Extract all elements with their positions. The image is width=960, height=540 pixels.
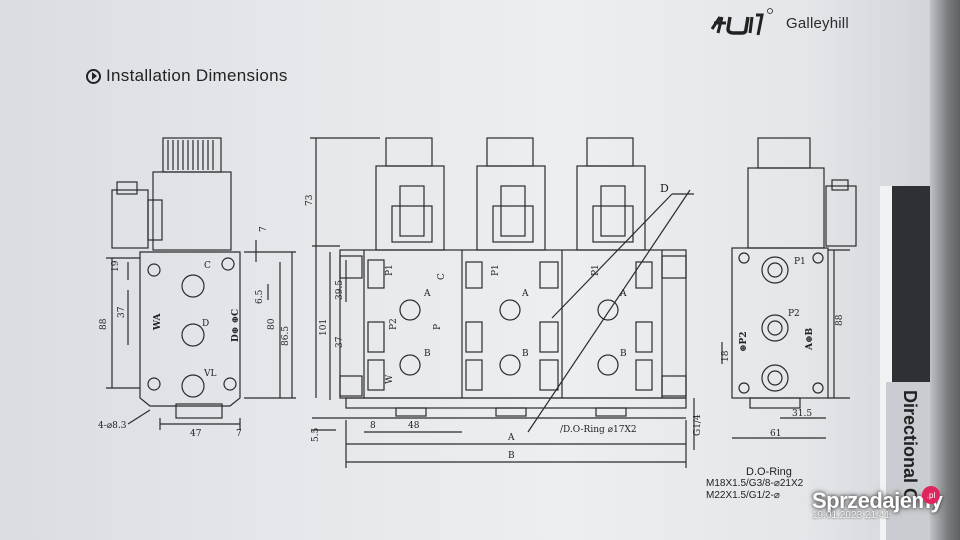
dim-front-39-5: 39.5 — [335, 280, 345, 300]
dim-front-48: 48 — [408, 421, 420, 431]
right-view — [721, 137, 857, 439]
dim-front-g14: G1/4 — [693, 414, 703, 436]
port-a-2: A — [521, 289, 529, 299]
watermark-text: Sprzedajemy — [812, 488, 943, 513]
port-b-2: B — [522, 349, 529, 359]
section-title: Installation Dimensions — [106, 66, 288, 85]
page-edge-shadow — [930, 0, 960, 540]
dim-front-b: B — [508, 451, 515, 461]
dim-front-37: 37 — [335, 336, 345, 348]
side-banner-text: Directional C — [900, 390, 920, 502]
port-vl-left: VL — [203, 369, 216, 379]
section-heading: Installation Dimensions — [86, 66, 288, 86]
dim-right-31-5: 31.5 — [792, 409, 812, 419]
port-wa-left: WA — [153, 312, 163, 331]
dim-right-88: 88 — [835, 314, 845, 326]
front-view — [310, 137, 695, 468]
dim-left-19: 19 — [111, 260, 121, 272]
dim-front-5-5: 5.5 — [311, 427, 321, 442]
dim-front-8: 8 — [370, 421, 376, 431]
dim-left-37: 37 — [117, 306, 127, 318]
photo-timestamp: 19.01.2023 21:41 — [812, 510, 890, 521]
dim-front-73: 73 — [305, 194, 315, 206]
port-b-3: B — [620, 349, 627, 359]
port-c-left: C — [204, 261, 211, 271]
dim-left-holes: 4-⌀8.3 — [98, 421, 127, 431]
oring-row-1: M18X1.5/G3/8-⌀21X2 — [706, 478, 804, 489]
o-ring-callout: /D.O-Ring ⌀17X2 — [560, 425, 637, 435]
dim-left-47: 47 — [190, 429, 202, 439]
left-view — [106, 137, 296, 430]
leader-label-d: D — [660, 182, 669, 195]
port-a-1: A — [423, 289, 431, 299]
port-p2-1: P2 — [389, 318, 399, 330]
watermark-badge: .pl — [922, 486, 940, 504]
port-w-1: W — [385, 374, 395, 384]
dim-left-6-5: 6.5 — [255, 289, 265, 304]
port-p2-right: P2 — [788, 309, 800, 319]
port-p1-2: P1 — [491, 264, 501, 276]
port-d-left: D — [202, 319, 209, 329]
dim-left-7: 7 — [259, 226, 269, 232]
port-a-3: A — [619, 289, 627, 299]
galleyhill-logo-icon — [710, 8, 773, 36]
dim-left-88: 88 — [99, 318, 109, 330]
port-ab-right: A⊕B — [805, 327, 815, 351]
brand-name: Galleyhill — [786, 15, 849, 32]
port-c-1: C — [437, 273, 447, 280]
dim-left-80: 80 — [267, 318, 277, 330]
port-b-1: B — [424, 349, 431, 359]
oring-row-2: M22X1.5/G1/2-⌀ — [706, 490, 780, 501]
port-p1-3: P1 — [591, 264, 601, 276]
dim-right-61: 61 — [770, 429, 781, 439]
oring-title: D.O-Ring — [746, 466, 792, 478]
circle-arrow-icon — [86, 68, 101, 84]
dim-front-101: 101 — [319, 319, 329, 336]
oring-table: D.O-Ring M18X1.5/G3/8-⌀21X2 M22X1.5/G1/2… — [706, 466, 803, 502]
port-p-1: P — [433, 324, 443, 330]
dim-right-18: 18 — [721, 350, 731, 362]
port-p1-right: P1 — [794, 257, 806, 267]
port-dc-left: D⊕ ⊕C — [231, 309, 241, 342]
dim-left-86-5: 86.5 — [281, 326, 291, 346]
port-p2-left-right: ⊕P2 — [739, 331, 749, 352]
dim-left-7b: 7 — [236, 429, 242, 439]
port-p1-1: P1 — [385, 264, 395, 276]
dim-front-a: A — [507, 433, 515, 443]
